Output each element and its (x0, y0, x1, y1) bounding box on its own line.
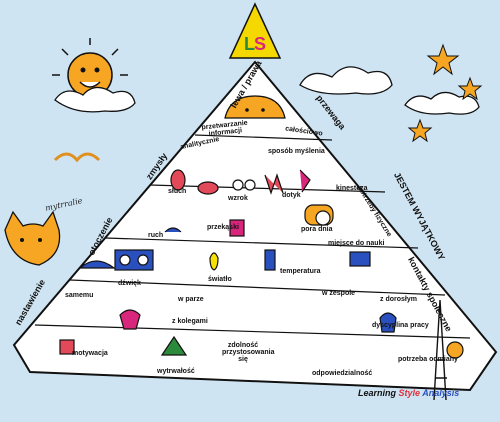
credit-style: Style (398, 388, 421, 398)
label-z-kolegami: z kolegami (172, 318, 208, 325)
label-wytrwalosc: wytrwałość (157, 368, 195, 375)
star-icons (407, 43, 483, 143)
pyramid (12, 60, 498, 392)
label-miejsce-do-nauki: miejsce do nauki (328, 240, 385, 247)
thinking-head-icon (224, 95, 286, 119)
credit-learning-style-analysis: Learning Style Analysis (358, 388, 459, 398)
label-w-parze: w parze (178, 296, 204, 303)
cloud-icon (54, 86, 136, 113)
tower-icon (433, 299, 447, 401)
label-odpowiedzialnosc: odpowiedzialność (312, 370, 373, 377)
label-przekaski: przekąski (207, 224, 239, 231)
bird-icon (53, 152, 101, 163)
pyramid-layer-lines (34, 134, 471, 339)
svg-text:L: L (244, 34, 255, 54)
cloud-icon (299, 66, 393, 95)
label-pora-dnia: pora dnia (301, 226, 333, 233)
svg-text:S: S (254, 34, 266, 54)
label-wzrok: wzrok (228, 195, 248, 202)
label-motywacja: motywacja (72, 350, 108, 357)
label-swiatlo: światło (208, 276, 232, 283)
doodle-icons (59, 169, 464, 359)
ls-logo: L S (228, 2, 282, 59)
label-ruch: ruch (148, 232, 164, 239)
cloud-icon (404, 91, 480, 115)
label-dyscyplina-pracy: dyscyplina pracy (372, 322, 429, 329)
label-w-zespole: w zespole (322, 290, 356, 297)
label-samemu: samemu (65, 292, 94, 299)
sun-icon (52, 38, 128, 98)
label-dotyk: dotyk (282, 192, 301, 199)
credit-learning: Learning (358, 388, 397, 398)
credit-analysis: Analysis (422, 388, 460, 398)
label-temperatura: temperatura (280, 268, 321, 275)
label-potrzeba-odmiany: potrzeba odmiany (398, 356, 458, 363)
cat-icon (4, 210, 61, 266)
label-zdolnosc-przystosowania: zdolność przystosowania się (222, 342, 275, 363)
label-sluch: słuch (168, 188, 187, 195)
label-kinestezja: kinesteza (336, 185, 368, 192)
label-z-doroslym: z dorosłym (380, 296, 417, 303)
label-dzwiek: dźwięk (118, 280, 141, 287)
label-sposob-myslenia: sposób myślenia (268, 148, 325, 155)
